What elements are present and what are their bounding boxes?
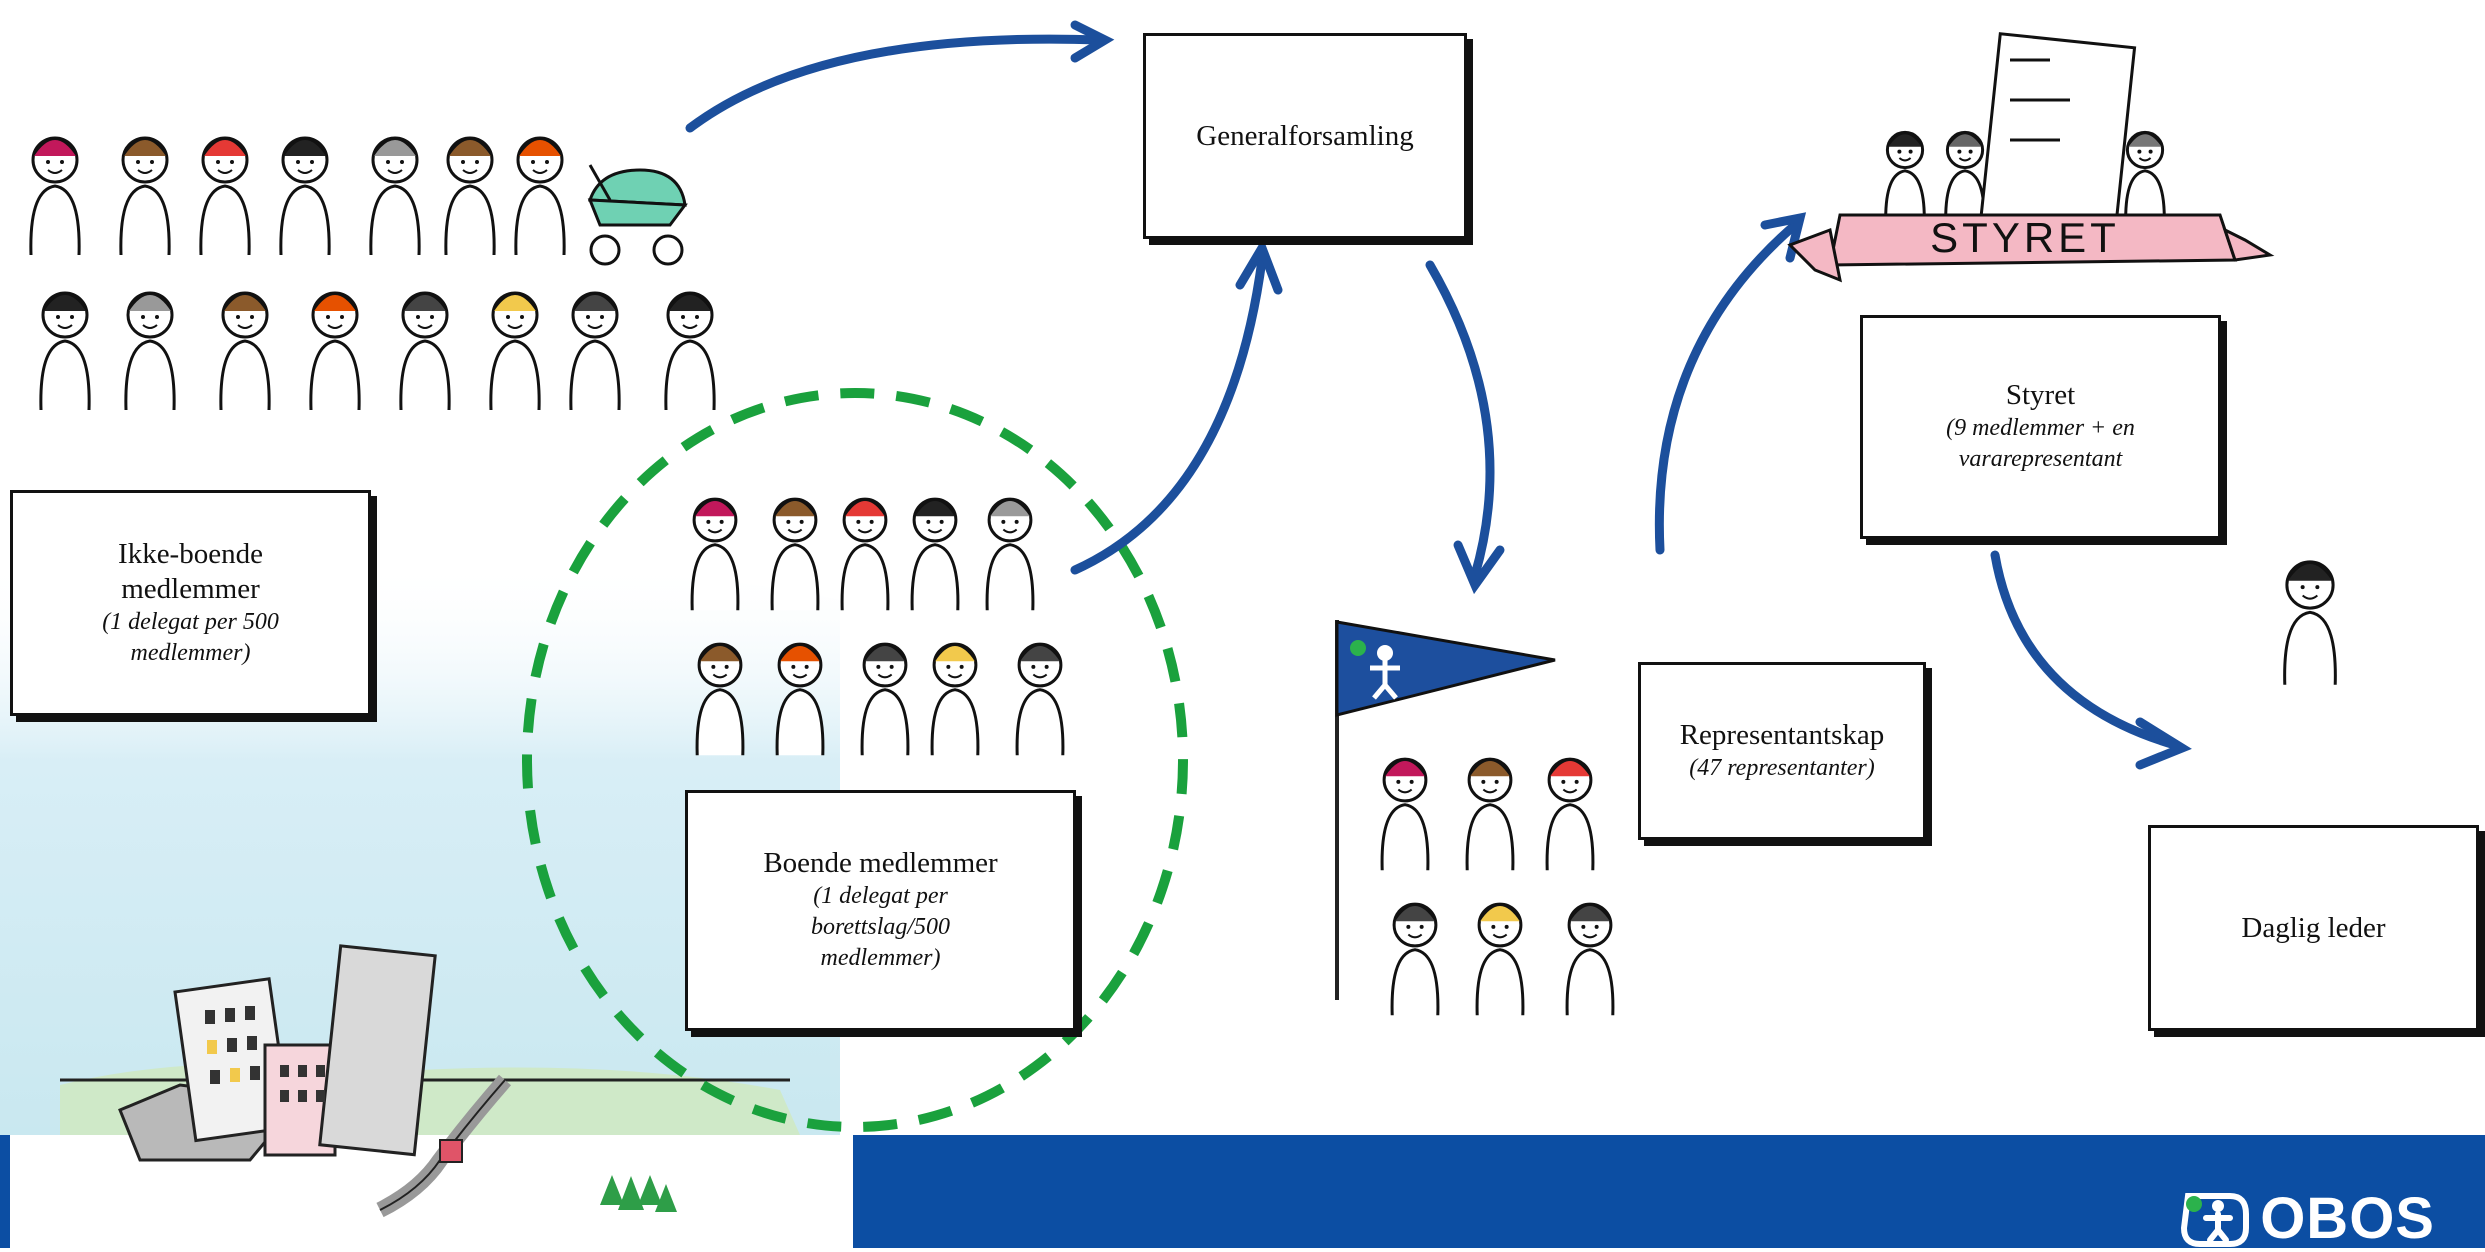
person-icon <box>985 497 1035 611</box>
person-icon <box>1380 757 1430 871</box>
person-icon <box>1465 757 1515 871</box>
arrow-to-generalforsamling <box>685 34 1105 133</box>
node-subtitle: (1 delegat per borettslag/500 medlemmer) <box>810 883 951 972</box>
node-title: Boende medlemmer <box>763 847 998 880</box>
arrow-boende-to-generalforsamling <box>1070 255 1267 575</box>
person-icon <box>1475 902 1525 1016</box>
footer-bar <box>853 1135 2485 1248</box>
person-icon <box>399 291 451 411</box>
person-icon <box>690 497 740 611</box>
person-icon <box>770 497 820 611</box>
person-icon <box>1015 642 1065 756</box>
node-title: Representantskap <box>1679 719 1885 751</box>
obos-logo-icon <box>2181 1192 2250 1247</box>
person-icon <box>1390 902 1440 1016</box>
flow-arrows <box>685 20 2192 770</box>
node-title: Styret <box>2005 379 2076 412</box>
person-icon <box>1545 757 1595 871</box>
person-icon <box>219 291 271 411</box>
person-icon <box>1944 130 1986 227</box>
arrow-to-styret <box>1654 220 1800 555</box>
person-icon <box>930 642 980 756</box>
person-icon <box>910 497 960 611</box>
footer-left-edge <box>0 1135 10 1248</box>
person-icon <box>775 642 825 756</box>
person-icon <box>119 136 171 256</box>
person-icon <box>489 291 541 411</box>
person-icon <box>695 642 745 756</box>
node-boende: Boende medlemmer (1 delegat per borettsl… <box>685 790 1076 1031</box>
node-subtitle: (9 medlemmer + en vararepresentant <box>1946 415 2135 473</box>
person-icon <box>39 291 91 411</box>
node-title: Generalforsamling <box>1196 119 1414 152</box>
person-icon <box>279 136 331 256</box>
person-icon <box>309 291 361 411</box>
node-daglig-leder: Daglig leder <box>2148 825 2479 1031</box>
node-representantskap: Representantskap (47 representanter) <box>1638 662 1926 840</box>
node-title: Ikke-boende medlemmer <box>118 538 263 605</box>
node-subtitle: (1 delegat per 500 medlemmer) <box>102 608 279 666</box>
person-icon <box>569 291 621 411</box>
arrow-to-daglig-leder <box>1990 550 2180 750</box>
person-icon <box>29 136 81 256</box>
obos-logo[interactable]: OBOS <box>2180 1185 2435 1252</box>
node-generalforsamling: Generalforsamling <box>1143 33 1467 239</box>
person-icon <box>860 642 910 756</box>
node-title: Daglig leder <box>2241 911 2386 944</box>
styret-banner: STYRET <box>1787 32 2275 283</box>
banner-label: STYRET <box>1930 214 2120 261</box>
node-subtitle: (47 representanter) <box>1689 754 1875 781</box>
members-illustration <box>29 130 2337 1016</box>
stroller-icon <box>587 164 688 266</box>
flag-icon <box>1335 620 1556 1000</box>
person-icon <box>2283 560 2337 685</box>
logo-text: OBOS <box>2260 1186 2435 1251</box>
node-ikke-boende: Ikke-boende medlemmer (1 delegat per 500… <box>10 490 371 716</box>
person-icon <box>124 291 176 411</box>
arrow-to-representantskap <box>1425 260 1495 580</box>
person-icon <box>1565 902 1615 1016</box>
boende-highlight-circle <box>522 388 1188 1132</box>
person-icon <box>369 136 421 256</box>
person-icon <box>664 291 716 411</box>
node-styret: Styret (9 medlemmer + en vararepresentan… <box>1860 315 2221 539</box>
person-icon <box>444 136 496 256</box>
person-icon <box>2124 130 2166 227</box>
person-icon <box>514 136 566 256</box>
person-icon <box>1884 130 1926 227</box>
person-icon <box>840 497 890 611</box>
person-icon <box>199 136 251 256</box>
